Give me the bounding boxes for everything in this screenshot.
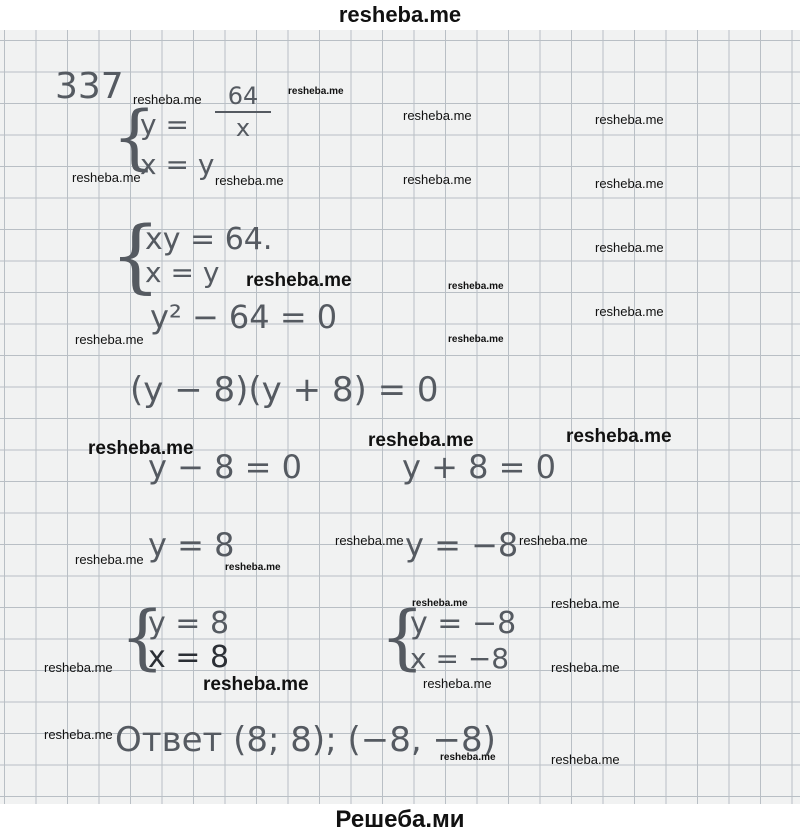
- equation: y = 8: [148, 606, 230, 641]
- fraction: 64 x: [215, 82, 271, 142]
- watermark: resheba.me: [72, 170, 141, 185]
- watermark: resheba.me: [519, 533, 588, 548]
- watermark: resheba.me: [595, 240, 664, 255]
- watermark: resheba.me: [44, 727, 113, 742]
- site-header: resheba.me: [338, 2, 462, 27]
- watermark: resheba.me: [551, 596, 620, 611]
- system-brace: {: [112, 96, 157, 178]
- watermark: resheba.me: [203, 674, 309, 695]
- watermark: resheba.me: [88, 438, 194, 459]
- watermark: resheba.me: [412, 598, 468, 609]
- watermark: resheba.me: [551, 752, 620, 767]
- watermark: resheba.me: [215, 173, 284, 188]
- equation: y = 8: [148, 526, 235, 564]
- equation: y =: [140, 108, 189, 141]
- watermark: resheba.me: [288, 86, 344, 97]
- system-brace: {: [120, 596, 165, 678]
- system-brace: {: [380, 596, 425, 678]
- equation: x = y: [145, 256, 220, 289]
- watermark: resheba.me: [595, 176, 664, 191]
- equation: xy = 64.: [145, 222, 273, 257]
- watermark: resheba.me: [403, 172, 472, 187]
- watermark: resheba.me: [595, 112, 664, 127]
- watermark: resheba.me: [368, 430, 474, 451]
- equation: y = −8: [405, 526, 519, 564]
- grid-paper: 337 { y = 64 x x = y { xy = 64. x = y y²…: [0, 30, 800, 804]
- watermark: resheba.me: [423, 676, 492, 691]
- watermark: resheba.me: [595, 304, 664, 319]
- equation: x = 8: [148, 640, 230, 675]
- watermark: resheba.me: [75, 332, 144, 347]
- equation: x = −8: [410, 642, 510, 675]
- task-number: 337: [55, 66, 124, 107]
- equation: y² − 64 = 0: [150, 298, 338, 336]
- watermark: resheba.me: [403, 108, 472, 123]
- watermark: resheba.me: [448, 281, 504, 292]
- equation: y − 8 = 0: [148, 448, 302, 486]
- fraction-denominator: x: [235, 114, 251, 142]
- watermark: resheba.me: [225, 562, 281, 573]
- watermark: resheba.me: [448, 334, 504, 345]
- site-footer: Решеба.ми: [335, 806, 465, 833]
- watermark: resheba.me: [335, 533, 404, 548]
- answer: Ответ (8; 8); (−8, −8): [115, 720, 496, 760]
- watermark: resheba.me: [44, 660, 113, 675]
- watermark: resheba.me: [440, 752, 496, 763]
- equation: x = y: [140, 148, 215, 181]
- watermark: resheba.me: [551, 660, 620, 675]
- watermark: resheba.me: [133, 92, 202, 107]
- equation: (y − 8)(y + 8) = 0: [130, 370, 439, 410]
- fraction-numerator: 64: [227, 82, 259, 110]
- watermark: resheba.me: [75, 552, 144, 567]
- fraction-bar: [215, 111, 271, 113]
- system-brace: {: [110, 209, 161, 302]
- watermark: resheba.me: [246, 270, 352, 291]
- equation: y + 8 = 0: [402, 448, 556, 486]
- watermark: resheba.me: [566, 426, 672, 447]
- equation: y = −8: [410, 606, 517, 641]
